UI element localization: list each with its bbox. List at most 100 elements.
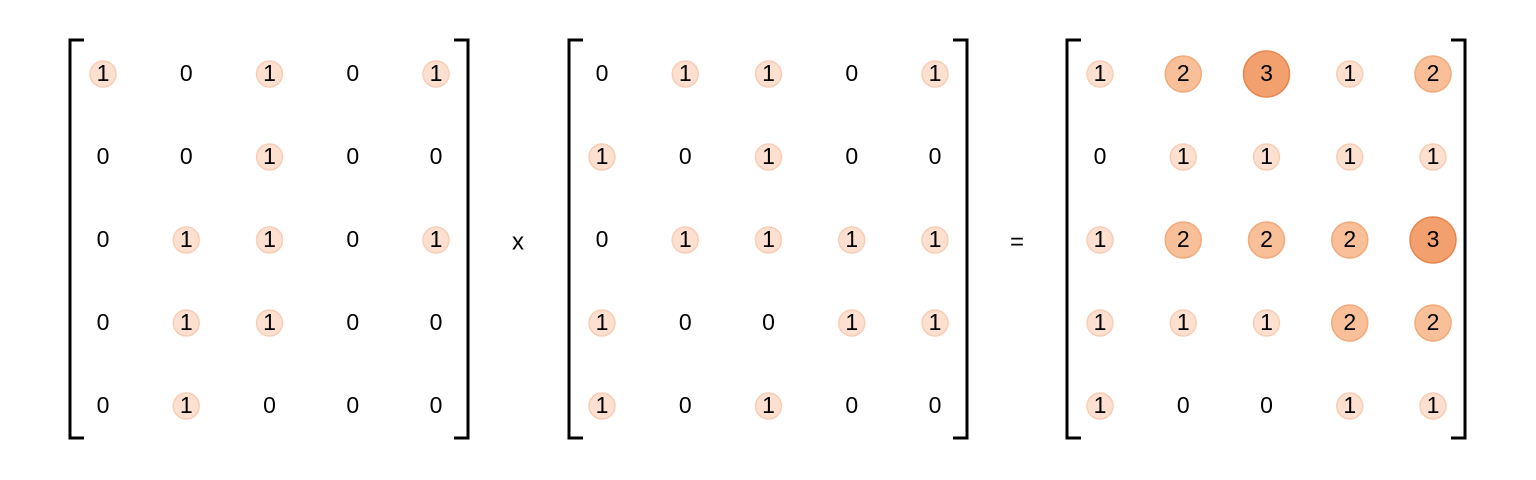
cell-value: 1: [263, 226, 276, 252]
cell-marker: [671, 226, 699, 254]
cell-value: 1: [1094, 392, 1107, 418]
cell-value: 0: [845, 392, 858, 418]
cell-value: 1: [1343, 60, 1356, 86]
cell-value: 1: [596, 392, 609, 418]
cell-marker: [754, 60, 783, 88]
cell-marker: [1164, 221, 1202, 259]
cell-value: 1: [263, 309, 276, 335]
cell-value: 1: [762, 226, 775, 252]
cell-value: 0: [679, 392, 692, 418]
cell-marker: [1331, 221, 1369, 259]
cell-value: 1: [430, 60, 443, 86]
cell-value: 1: [679, 226, 692, 252]
multiply-operator: x: [512, 228, 524, 255]
cell-marker: [1242, 50, 1291, 98]
cell-value: 2: [1177, 60, 1190, 86]
cell-value: 2: [1427, 309, 1440, 335]
cell-value: 1: [762, 60, 775, 86]
cell-value: 0: [346, 60, 359, 86]
cell-value: 1: [180, 226, 193, 252]
cell-value: 0: [596, 60, 609, 86]
cell-marker: [1169, 309, 1197, 337]
cell-marker: [754, 143, 783, 171]
cell-value: 0: [180, 60, 193, 86]
cell-value: 0: [346, 226, 359, 252]
cell-marker: [1336, 392, 1364, 420]
cell-value: 0: [97, 309, 110, 335]
cell-value: 0: [845, 143, 858, 169]
cell-value: 0: [1260, 392, 1273, 418]
cell-value: 0: [679, 309, 692, 335]
cell-marker: [422, 226, 450, 254]
cell-value: 2: [1260, 226, 1273, 252]
cell-value: 0: [263, 392, 276, 418]
equals-operator: =: [1010, 228, 1024, 255]
matrices-layer: 1 0 1 0 1 0 0 1 0 0 0 1 1 0 1 0 1 1 0 0 0 1 0 0 0 0 1 1 0 1 1 0 1 0 0 0 1 1 1 1…: [68, 38, 1467, 440]
cell-marker: [1336, 60, 1364, 88]
left-bracket: [1065, 38, 1081, 440]
cell-value: 0: [929, 392, 942, 418]
cell-value: 3: [1427, 226, 1440, 252]
cell-value: 0: [1177, 392, 1190, 418]
cell-marker: [1086, 392, 1114, 420]
cell-marker: [1336, 143, 1364, 171]
cell-marker: [1414, 304, 1452, 342]
cell-value: 1: [1094, 60, 1107, 86]
cell-value: 0: [346, 143, 359, 169]
cell-marker: [1252, 143, 1281, 171]
cell-value: 0: [929, 143, 942, 169]
cell-value: 0: [845, 60, 858, 86]
cell-marker: [921, 60, 949, 88]
cell-marker: [921, 226, 949, 254]
cell-marker: [1414, 55, 1452, 93]
cell-value: 1: [430, 226, 443, 252]
cell-marker: [1419, 392, 1447, 420]
cell-marker: [255, 143, 284, 171]
cell-value: 2: [1343, 309, 1356, 335]
cell-marker: [1169, 143, 1197, 171]
cell-marker: [1409, 216, 1457, 264]
cell-value: 1: [679, 60, 692, 86]
cell-value: 3: [1260, 60, 1273, 86]
cell-marker: [255, 226, 284, 254]
cell-marker: [754, 392, 783, 420]
cell-value: 0: [596, 226, 609, 252]
cell-marker: [838, 309, 866, 337]
cell-value: 1: [1094, 226, 1107, 252]
cell-value: 1: [1427, 392, 1440, 418]
cell-value: 1: [263, 143, 276, 169]
cell-marker: [89, 60, 117, 88]
right-bracket: [454, 38, 470, 440]
cell-marker: [1086, 309, 1114, 337]
cell-value: 1: [596, 309, 609, 335]
cell-marker: [255, 60, 284, 88]
cell-value: 0: [679, 143, 692, 169]
cell-marker: [1419, 143, 1447, 171]
cell-marker: [1252, 309, 1281, 337]
cell-value: 1: [1260, 309, 1273, 335]
cell-marker: [671, 60, 699, 88]
cell-marker: [1164, 55, 1202, 93]
cell-marker: [754, 226, 783, 254]
cell-marker: [1247, 221, 1286, 259]
cell-value: 1: [929, 60, 942, 86]
left-bracket: [68, 38, 84, 440]
cell-value: 1: [1260, 143, 1273, 169]
cell-value: 1: [1343, 392, 1356, 418]
cell-value: 0: [762, 309, 775, 335]
cell-value: 1: [1343, 143, 1356, 169]
cell-value: 1: [1177, 143, 1190, 169]
cell-marker: [422, 60, 450, 88]
cell-marker: [172, 309, 200, 337]
left-bracket: [567, 38, 583, 440]
cell-value: 1: [1427, 143, 1440, 169]
cell-value: 1: [929, 226, 942, 252]
cell-value: 0: [346, 392, 359, 418]
right-bracket: [1451, 38, 1467, 440]
cell-value: 0: [430, 143, 443, 169]
cell-marker: [921, 309, 949, 337]
cell-value: 1: [180, 309, 193, 335]
cell-value: 0: [97, 143, 110, 169]
cell-value: 1: [596, 143, 609, 169]
